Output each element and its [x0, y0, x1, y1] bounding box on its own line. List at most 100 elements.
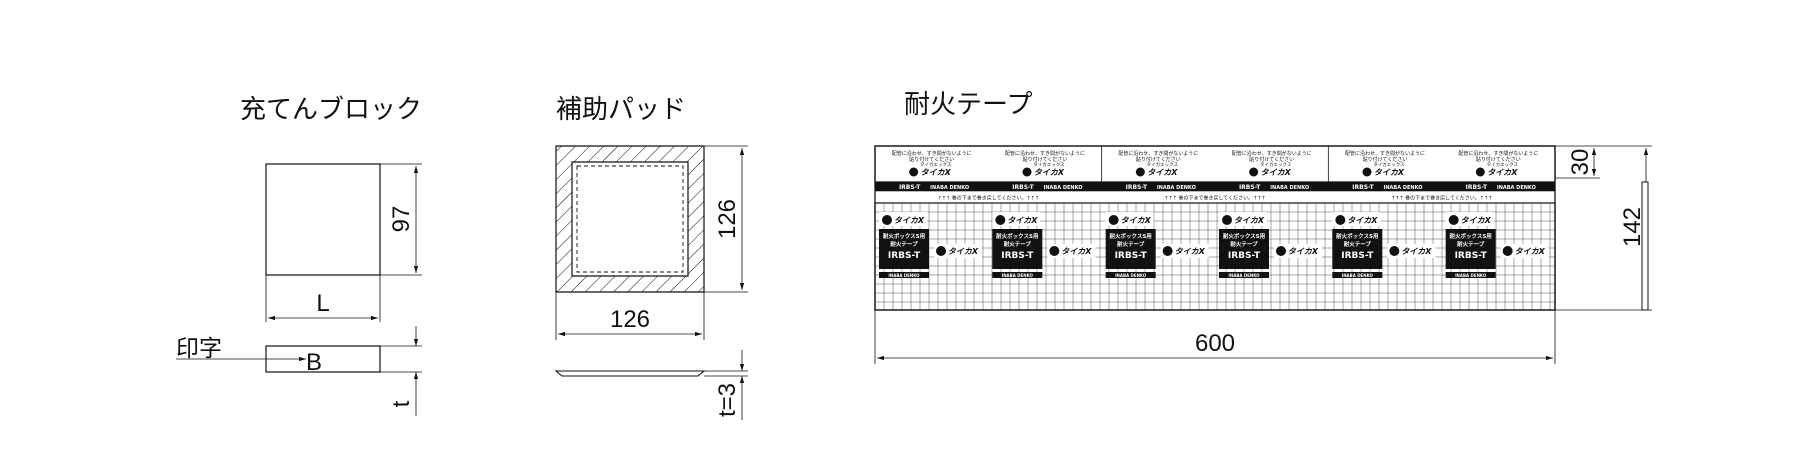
guide-text: ↑↑↑ 巻の下まで巻き戻してください。↑↑↑	[1391, 195, 1492, 202]
block-height-dimension: 97	[388, 206, 415, 233]
print-label: 印字	[176, 336, 222, 362]
brand-kana-text: タイカエックス	[1260, 161, 1292, 168]
block-line-1: 耐火ボックスS用	[1336, 232, 1378, 240]
block-footer	[879, 272, 929, 278]
brand-logo-icon	[1475, 167, 1485, 177]
pad-width-dimension: 126	[610, 306, 650, 333]
block-black-label	[1105, 229, 1156, 269]
side-logo-icon	[1276, 246, 1286, 256]
block-product-code: IRBS-T	[1115, 251, 1148, 261]
block-logo-icon	[1448, 215, 1459, 225]
block-footer	[1105, 272, 1156, 278]
block-logo-icon	[995, 215, 1006, 225]
pad-hatched-frame	[555, 145, 705, 293]
block-line-2: 耐火テープ	[1457, 240, 1485, 248]
maker-strip: INABA DENKO	[930, 185, 969, 191]
maker-strip: INABA DENKO	[1157, 185, 1196, 191]
caution-text-1: 配管に沿わせ、すき間がないように	[1345, 150, 1425, 157]
product-code-strip: IRBS-T	[899, 184, 921, 191]
pad-height-dimension: 126	[714, 199, 741, 239]
side-logo-icon	[936, 246, 946, 256]
side-logo-bg	[934, 244, 982, 258]
block-product-code: IRBS-T	[1455, 251, 1488, 261]
block-footer	[992, 272, 1043, 278]
block-footer-maker: INABA DENKO	[1115, 273, 1147, 278]
block-footer-maker: INABA DENKO	[1002, 273, 1034, 278]
brand-logo-icon	[1249, 167, 1259, 177]
brand-logo-text: タイカX	[1034, 168, 1065, 177]
product-code-strip: IRBS-T	[1126, 184, 1148, 191]
block-black-label	[1219, 229, 1269, 269]
block-line-1: 耐火ボックスS用	[1223, 232, 1265, 240]
tape-length-dimension: 600	[1195, 330, 1235, 357]
block-black-label	[1445, 229, 1496, 269]
side-logo-text: タイカX	[948, 247, 979, 256]
block-line-2: 耐火テープ	[1344, 240, 1372, 248]
caution-text-2: 貼り付けてください	[1363, 156, 1408, 163]
block-black-label	[1332, 229, 1383, 269]
brand-kana-text: タイカエックス	[1373, 161, 1405, 168]
tape-outline	[874, 145, 1556, 311]
side-logo-bg	[1160, 244, 1209, 258]
caution-text-1: 配管に沿わせ、すき間がないように	[1232, 150, 1312, 157]
maker-strip: INABA DENKO	[1044, 185, 1083, 191]
brand-logo-icon	[1135, 167, 1145, 177]
tape-black-strip	[875, 182, 1555, 191]
block-logo-icon	[882, 215, 892, 225]
maker-strip: INABA DENKO	[1497, 185, 1536, 191]
tape-section: 耐火テープ 配管に沿わせ、すき間がないように貼り付けてくださいタイカXタイカエッ…	[874, 90, 1652, 364]
block-logo-text: タイカX	[1007, 216, 1038, 225]
block-footer-maker: INABA DENKO	[888, 273, 920, 278]
caution-text-1: 配管に沿わせ、すき間がないように	[1118, 150, 1198, 157]
brand-logo-text: タイカX	[1261, 168, 1292, 177]
tape-title: 耐火テープ	[904, 90, 1032, 120]
block-logo-icon	[1222, 215, 1232, 225]
block-footer	[1219, 272, 1269, 278]
side-logo-icon	[1389, 246, 1400, 256]
brand-kana-text: タイカエックス	[920, 161, 952, 168]
side-logo-text: タイカX	[1288, 247, 1319, 256]
product-code-strip: IRBS-T	[1012, 184, 1034, 191]
block-footer	[1332, 272, 1383, 278]
block-title: 充てんブロック	[240, 95, 422, 125]
block-black-label	[992, 229, 1043, 269]
side-logo-icon	[1049, 246, 1060, 256]
block-line-1: 耐火ボックスS用	[883, 232, 925, 240]
product-code-strip: IRBS-T	[1239, 184, 1261, 191]
product-code-strip: IRBS-T	[1466, 184, 1488, 191]
block-line-2: 耐火テープ	[1004, 240, 1032, 248]
side-logo-icon	[1162, 246, 1173, 256]
block-product-code: IRBS-T	[1228, 251, 1261, 261]
block-line-1: 耐火ボックスS用	[1110, 232, 1152, 240]
tape-side-view	[1641, 181, 1649, 311]
block-footer	[1445, 272, 1496, 278]
brand-logo-icon	[1362, 167, 1372, 177]
side-logo-icon	[1502, 246, 1513, 256]
tape-guide-texts: ↑↑↑ 巻の下まで巻き戻してください。↑↑↑ ↑↑↑ 巻の下まで巻き戻してください…	[938, 195, 1493, 202]
brand-logo-text: タイカX	[1147, 168, 1178, 177]
caution-text-2: 貼り付けてください	[1136, 156, 1181, 163]
tape-header-band	[874, 145, 1556, 183]
block-product-code: IRBS-T	[1341, 251, 1374, 261]
caution-text-2: 貼り付けてください	[1023, 156, 1068, 163]
product-code-strip: IRBS-T	[1352, 184, 1374, 191]
tape-header-units: 配管に沿わせ、すき間がないように貼り付けてくださいタイカXタイカエックスIRBS…	[892, 146, 1538, 191]
side-logo-text: タイカX	[1515, 247, 1546, 256]
brand-logo-text: タイカX	[1374, 168, 1405, 177]
tape-band-dimension: 30	[1567, 149, 1594, 176]
caution-text-1: 配管に沿わせ、すき間がないように	[892, 150, 972, 157]
block-thickness-dimension: t	[388, 400, 415, 407]
pad-title: 補助パッド	[556, 95, 686, 125]
block-front-view	[265, 163, 381, 276]
block-footer-maker: INABA DENKO	[1228, 273, 1260, 278]
side-logo-bg	[1500, 244, 1549, 258]
block-section: 充てんブロック 97 L 印字 B t	[176, 95, 422, 416]
brand-logo-text: タイカX	[921, 168, 952, 177]
block-black-label	[879, 229, 929, 269]
brand-kana-text: タイカエックス	[1147, 161, 1179, 168]
brand-logo-icon	[1022, 167, 1032, 177]
block-line-2: 耐火テープ	[1230, 240, 1258, 248]
block-product-code: IRBS-T	[888, 251, 921, 261]
guide-text: ↑↑↑ 巻の下まで巻き戻してください。↑↑↑	[938, 195, 1039, 202]
